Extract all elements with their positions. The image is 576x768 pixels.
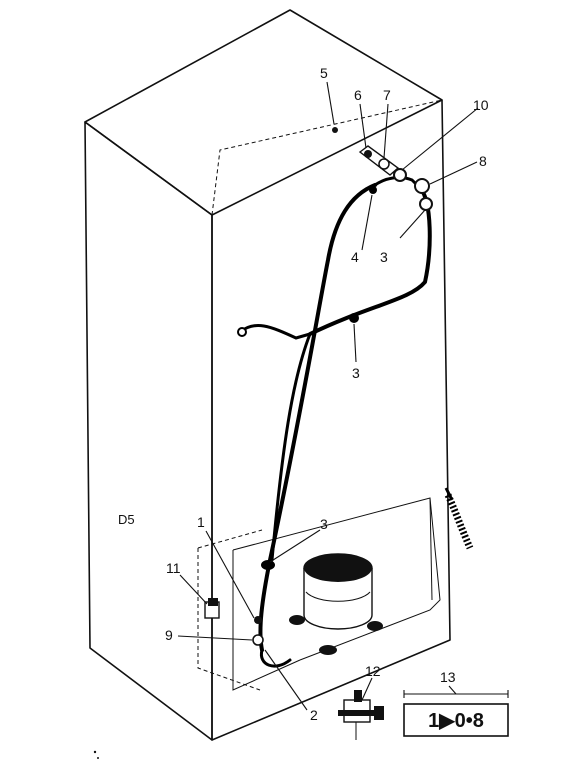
wiring-harness xyxy=(237,176,432,668)
wall-bracket xyxy=(204,598,264,646)
display-module: 1▶0•8 xyxy=(403,685,509,737)
compressor xyxy=(289,553,383,655)
callout-3-middle: 3 xyxy=(352,365,360,381)
callout-10: 10 xyxy=(473,97,489,113)
terminal-connector xyxy=(338,690,384,740)
callout-13: 13 xyxy=(440,669,456,685)
callout-9: 9 xyxy=(165,627,173,643)
callout-11: 11 xyxy=(166,560,181,576)
callout-labels: 5 6 7 10 8 4 3 3 3 1 11 9 2 12 13 D5 xyxy=(118,65,489,723)
callout-8: 8 xyxy=(479,153,487,169)
condenser-coil xyxy=(444,487,474,550)
callout-3-bottom: 3 xyxy=(320,516,328,532)
model-code-label: D5 xyxy=(118,512,135,527)
leader-lines xyxy=(177,81,479,711)
control-bracket xyxy=(332,127,433,211)
callout-6: 6 xyxy=(354,87,362,103)
callout-1: 1 xyxy=(197,514,205,530)
callout-5: 5 xyxy=(320,65,328,81)
display-text: 1▶0•8 xyxy=(428,710,484,732)
refrigerator-cabinet xyxy=(84,9,451,741)
callout-12: 12 xyxy=(365,663,381,679)
machine-compartment xyxy=(197,497,441,691)
scan-specks xyxy=(93,750,99,759)
callout-7: 7 xyxy=(383,87,391,103)
callout-2: 2 xyxy=(310,707,318,723)
callout-4: 4 xyxy=(351,249,359,265)
callout-3-top: 3 xyxy=(380,249,388,265)
